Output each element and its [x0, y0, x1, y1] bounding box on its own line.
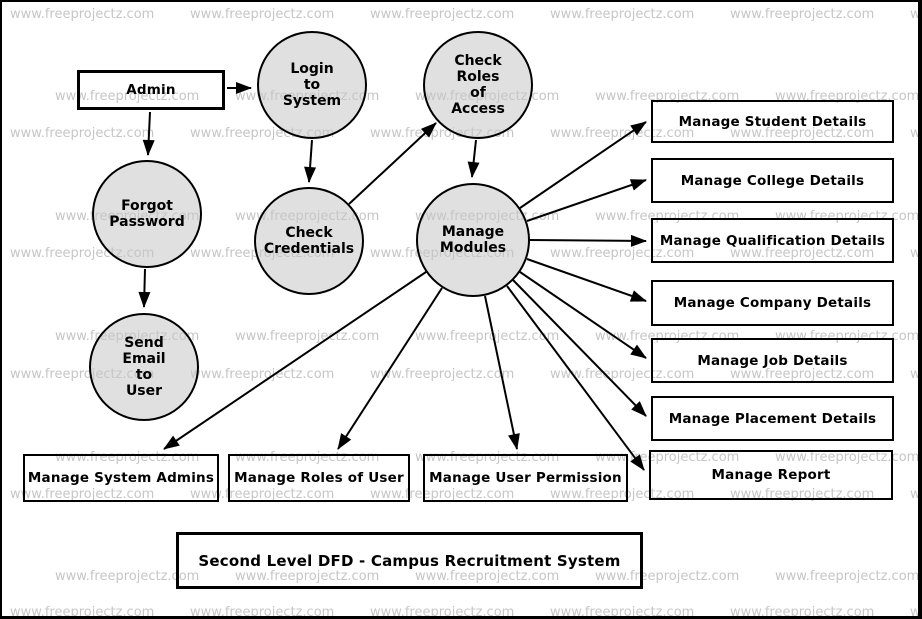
arrow-manage_modules-job	[519, 271, 647, 359]
process-forgot-password: Forgot Password	[92, 160, 202, 268]
process-check-roles-of-access: Check Roles of Access	[423, 31, 533, 139]
arrow-forgot_password-send_email	[138, 268, 151, 308]
process-manage-modules: Manage Modules	[416, 183, 530, 297]
process-forgot-password-label: Forgot Password	[109, 197, 185, 230]
store-manage-report-label: Manage Report	[711, 467, 831, 483]
arrow-manage_modules-roles_of_user	[337, 287, 443, 450]
store-manage-company-details: Manage Company Details	[651, 280, 894, 326]
process-check-credentials-label: Check Credentials	[263, 224, 355, 257]
store-manage-qualification-details: Manage Qualification Details	[651, 218, 894, 263]
process-send-email-to-user-label: Send Email to User	[122, 334, 166, 400]
arrow-check_credentials-check_roles	[348, 122, 437, 205]
store-manage-system-admins-label: Manage System Admins	[27, 470, 215, 486]
entity-admin-label: Admin	[126, 82, 176, 98]
store-manage-roles-of-user-label: Manage Roles of User	[234, 470, 404, 486]
arrow-manage_modules-student	[519, 121, 647, 209]
arrow-manage_modules-report	[506, 285, 645, 471]
store-manage-qualification-details-label: Manage Qualification Details	[659, 232, 886, 249]
arrow-manage_modules-user_permission	[484, 295, 520, 450]
store-manage-user-permission: Manage User Permission	[423, 454, 628, 502]
process-login-to-system-label: Login to System	[282, 60, 342, 110]
arrow-admin-forgot_password	[142, 111, 155, 156]
process-check-credentials: Check Credentials	[254, 187, 364, 295]
arrow-check_roles-manage_modules	[467, 139, 480, 178]
store-manage-college-details-label: Manage College Details	[680, 172, 865, 189]
process-check-roles-of-access-label: Check Roles of Access	[451, 52, 505, 118]
store-manage-job-details: Manage Job Details	[651, 338, 894, 383]
arrow-manage_modules-placement	[512, 279, 647, 417]
arrow-login-check_credentials	[304, 139, 317, 183]
process-send-email-to-user: Send Email to User	[89, 313, 199, 421]
store-manage-user-permission-label: Manage User Permission	[429, 470, 622, 486]
process-login-to-system: Login to System	[257, 31, 367, 139]
arrow-manage_modules-system_admins	[163, 271, 427, 450]
store-manage-company-details-label: Manage Company Details	[673, 295, 872, 311]
store-manage-college-details: Manage College Details	[651, 158, 894, 203]
store-manage-roles-of-user: Manage Roles of User	[228, 454, 410, 502]
store-manage-student-details-label: Manage Student Details	[678, 113, 867, 130]
diagram-title: Second Level DFD - Campus Recruitment Sy…	[176, 532, 643, 589]
store-manage-student-details: Manage Student Details	[651, 100, 894, 143]
diagram-title-label: Second Level DFD - Campus Recruitment Sy…	[198, 551, 621, 570]
arrow-manage_modules-qualification	[529, 234, 647, 247]
store-manage-placement-details: Manage Placement Details	[651, 396, 894, 441]
arrow-manage_modules-company	[526, 258, 647, 302]
store-manage-job-details-label: Manage Job Details	[697, 352, 848, 369]
store-manage-report: Manage Report	[649, 450, 893, 500]
entity-admin: Admin	[77, 70, 225, 110]
process-manage-modules-label: Manage Modules	[439, 223, 507, 256]
arrow-manage_modules-college	[526, 179, 647, 222]
store-manage-system-admins: Manage System Admins	[23, 454, 219, 502]
store-manage-placement-details-label: Manage Placement Details	[668, 410, 877, 427]
